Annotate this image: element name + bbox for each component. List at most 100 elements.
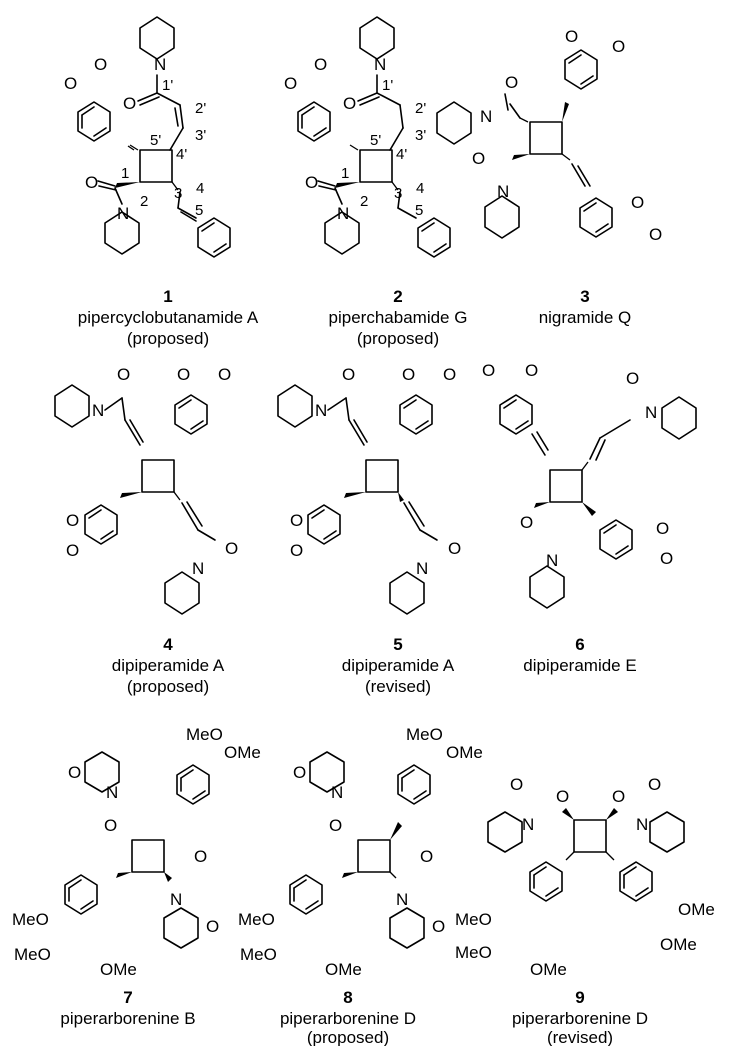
svg-text:4': 4' (176, 146, 187, 163)
compound-number: 6 (575, 635, 584, 654)
svg-text:1: 1 (341, 165, 349, 182)
o-atom: O (631, 193, 644, 212)
svg-text:2': 2' (195, 100, 206, 117)
compound-name: nigramide Q (539, 308, 632, 327)
compound-number: 8 (343, 988, 352, 1007)
methoxy-label: OMe (446, 743, 483, 762)
compound-name: pipercyclobutanamide A (78, 308, 259, 327)
methoxy-label: OMe (325, 960, 362, 979)
o-atom: O (94, 55, 107, 74)
svg-text:2: 2 (360, 193, 368, 210)
structure-6: O O O N O N O O (482, 361, 697, 609)
compound-number: 1 (163, 287, 172, 306)
methoxy-label: MeO (186, 725, 223, 744)
compound-note: (proposed) (307, 1028, 389, 1046)
n-atom: N (497, 182, 509, 201)
o-atom: O (284, 74, 297, 93)
methoxy-label: OMe (678, 900, 715, 919)
o-atom: O (329, 816, 342, 835)
methoxy-label: OMe (100, 960, 137, 979)
o-atom: O (482, 361, 495, 380)
structure-8: O N MeO OMe O MeO MeO OMe O N O (238, 725, 483, 979)
n-atom: N (106, 783, 118, 802)
o-atom: O (206, 917, 219, 936)
svg-text:1: 1 (121, 165, 129, 182)
o-atom: O (68, 763, 81, 782)
structure-5: O N O O O O O N (277, 365, 461, 615)
n-atom: N (374, 55, 386, 74)
svg-text:4': 4' (396, 146, 407, 163)
o-atom: O (525, 361, 538, 380)
structure-4: O N O O O O O N (54, 365, 238, 615)
o-atom: O (290, 511, 303, 530)
o-atom: O (510, 775, 523, 794)
o-atom: O (64, 74, 77, 93)
o-atom: O (656, 519, 669, 538)
svg-text:4: 4 (196, 180, 204, 197)
compound-number: 9 (575, 988, 584, 1007)
compound-number: 4 (163, 635, 173, 654)
methoxy-label: MeO (240, 945, 277, 964)
o-atom: O (626, 369, 639, 388)
svg-text:5: 5 (415, 202, 423, 219)
svg-text:1': 1' (162, 77, 173, 94)
o-atom: O (612, 37, 625, 56)
svg-text:1': 1' (382, 77, 393, 94)
compound-name: piperarborenine D (280, 1009, 416, 1028)
svg-text:3': 3' (195, 127, 206, 144)
n-atom: N (636, 815, 648, 834)
n-atom: N (170, 890, 182, 909)
o-atom: O (218, 365, 231, 384)
compound-note: (proposed) (127, 329, 209, 348)
structure-7: O N MeO OMe O MeO MeO OMe O N O (12, 725, 261, 979)
compound-number: 2 (393, 287, 402, 306)
o-atom: O (565, 27, 578, 46)
svg-text:3: 3 (394, 185, 402, 202)
compound-note: (revised) (365, 677, 431, 696)
svg-text:4: 4 (416, 180, 424, 197)
o-atom: O (556, 787, 569, 806)
n-atom: N (154, 55, 166, 74)
o-atom: O (420, 847, 433, 866)
methoxy-label: MeO (406, 725, 443, 744)
compound-number: 5 (393, 635, 402, 654)
compound-name: piperarborenine D (512, 1009, 648, 1028)
structure-2: N O O N O O 1' 2' 3' 4' 5' 1 2 3 4 5 (284, 16, 451, 258)
o-atom: O (293, 763, 306, 782)
o-atom: O (342, 365, 355, 384)
o-atom: O (85, 173, 98, 192)
svg-text:5': 5' (150, 132, 161, 149)
methoxy-label: OMe (530, 960, 567, 979)
o-atom: O (194, 847, 207, 866)
methoxy-label: MeO (455, 943, 492, 962)
o-atom: O (520, 513, 533, 532)
o-atom: O (305, 173, 318, 192)
o-atom: O (402, 365, 415, 384)
methoxy-label: MeO (455, 910, 492, 929)
o-atom: O (505, 73, 518, 92)
o-atom: O (123, 94, 136, 113)
structure-3: O O O N O N O O (436, 27, 662, 244)
o-atom: O (117, 365, 130, 384)
n-atom: N (645, 403, 657, 422)
compound-name: dipiperamide A (342, 656, 455, 675)
o-atom: O (343, 94, 356, 113)
n-atom: N (331, 783, 343, 802)
o-atom: O (290, 541, 303, 560)
n-atom: N (315, 401, 327, 420)
methoxy-label: MeO (12, 910, 49, 929)
o-atom: O (104, 816, 117, 835)
compound-note: (revised) (547, 1028, 613, 1046)
compound-name: piperarborenine B (60, 1009, 195, 1028)
o-atom: O (314, 55, 327, 74)
n-atom: N (92, 401, 104, 420)
o-atom: O (649, 225, 662, 244)
methoxy-label: OMe (224, 743, 261, 762)
o-atom: O (66, 541, 79, 560)
svg-text:5: 5 (195, 202, 203, 219)
svg-text:5': 5' (370, 132, 381, 149)
svg-text:2: 2 (140, 193, 148, 210)
svg-text:2': 2' (415, 100, 426, 117)
compound-number: 7 (123, 988, 132, 1007)
